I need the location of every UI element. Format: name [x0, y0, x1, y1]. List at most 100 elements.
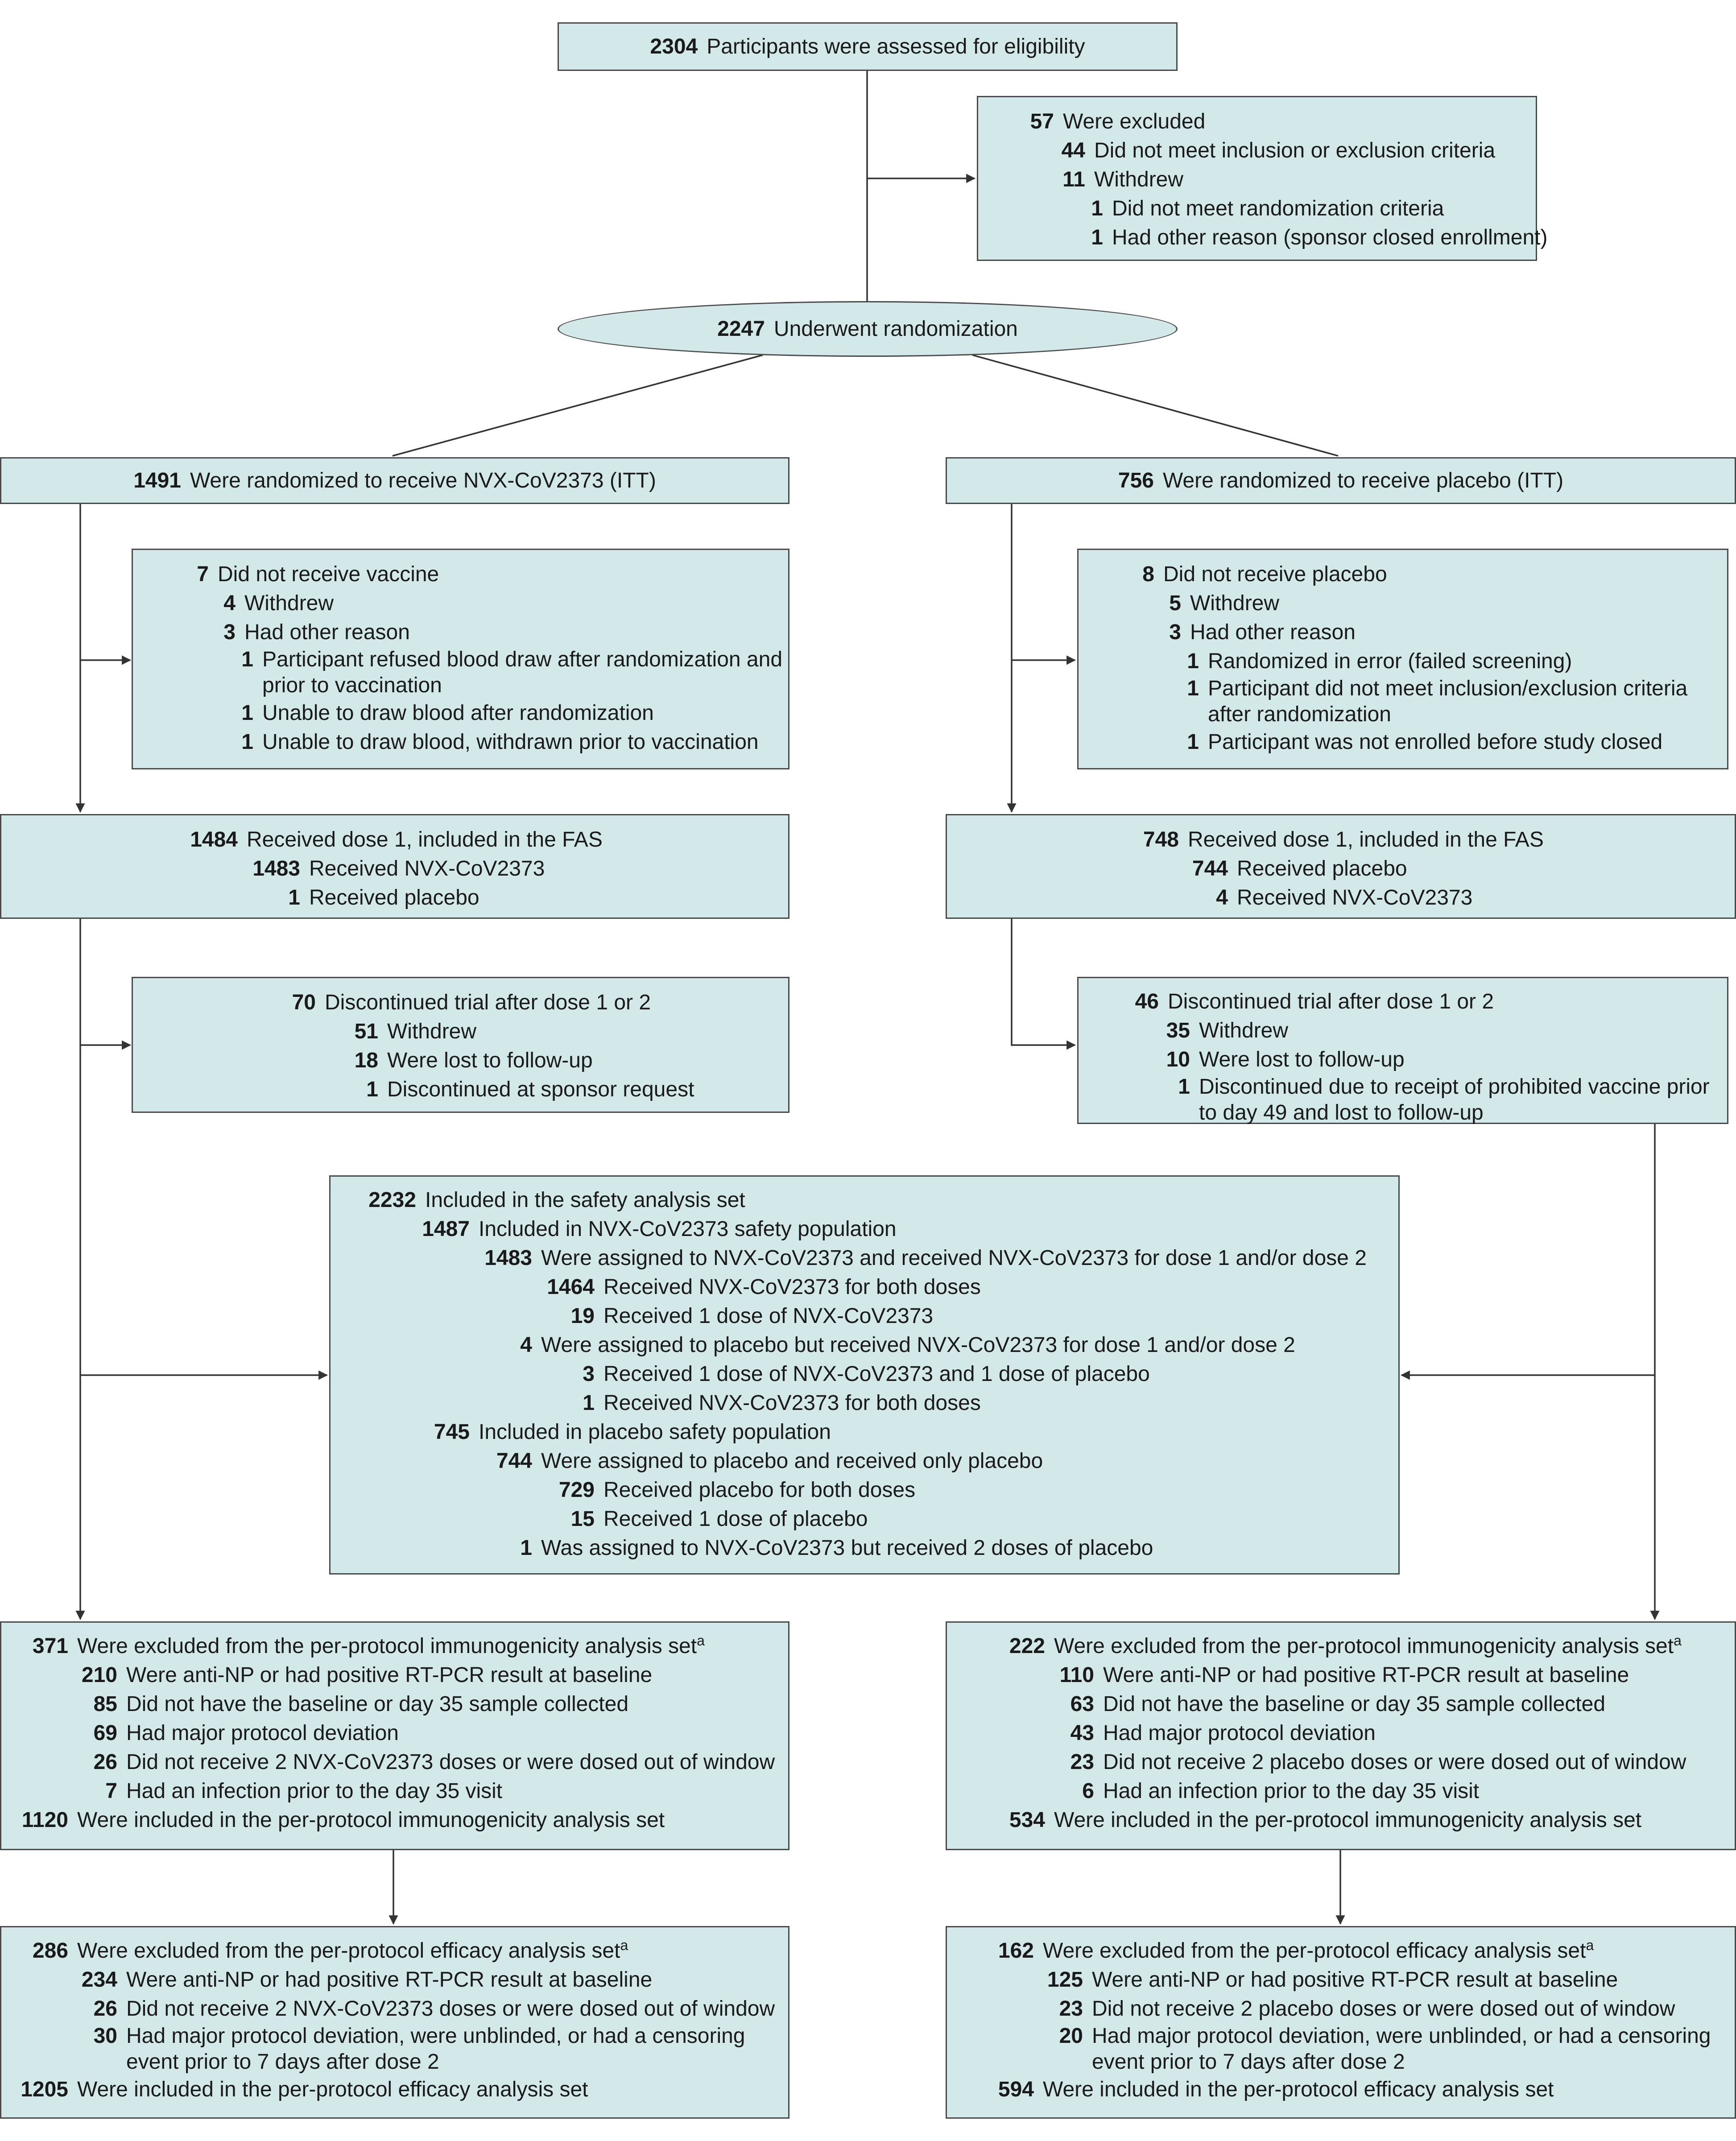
item-label: Withdrew: [236, 589, 334, 618]
item-label: Did not receive 2 placebo doses or were …: [1094, 1748, 1686, 1777]
item-count: 8: [1142, 562, 1154, 586]
list-item: 85 Did not have the baseline or day 35 sa…: [15, 1690, 788, 1719]
item-label-text: Did not have the baseline or day 35 samp…: [126, 1692, 629, 1716]
item-count: 745: [434, 1420, 470, 1444]
item-label: Withdrew: [1085, 165, 1183, 194]
item-label-text: Were anti-NP or had positive RT-PCR resu…: [1103, 1663, 1629, 1687]
item-label-text: Were assigned to placebo and received on…: [541, 1449, 1043, 1473]
item-count: 4: [223, 591, 236, 615]
item-label: Had major protocol deviation, were unbli…: [1083, 2023, 1711, 2075]
randomization-ellipse: 2247 Underwent randomization: [558, 301, 1178, 357]
list-item: 7 Did not receive vaccine: [155, 560, 788, 589]
randomization-count: 2247: [717, 317, 765, 341]
item-label-text: Discontinued at sponsor request: [387, 1078, 694, 1101]
item-label-text: Were excluded from the per-protocol effi…: [1043, 1939, 1586, 1963]
item-label: Were anti-NP or had positive RT-PCR resu…: [117, 1965, 652, 1994]
item-label-text: Withdrew: [244, 591, 334, 615]
item-label-text: Received 1 dose of NVX-CoV2373: [603, 1304, 934, 1328]
item-count: 744: [496, 1449, 532, 1473]
left-itt-box: 1491 Were randomized to receive NVX-CoV2…: [0, 457, 789, 504]
item-label-text: Participant did not meet inclusion/exclu…: [1208, 677, 1688, 700]
item-label-continuation: prior to vaccination: [262, 674, 442, 697]
item-count: 210: [81, 1663, 117, 1687]
list-item: 1 Discontinued at sponsor request: [262, 1075, 788, 1104]
item-count: 44: [1061, 139, 1085, 162]
item-label-text: Had other reason (sponsor closed enrollm…: [1112, 226, 1548, 249]
item-label: Were lost to follow-up: [378, 1046, 593, 1075]
item-label-text: Were included in the per-protocol effica…: [1043, 2078, 1554, 2101]
list-item: 210 Were anti-NP or had positive RT-PCR r…: [15, 1661, 788, 1690]
footnote-marker: a: [620, 1937, 628, 1953]
footnote-marker: a: [697, 1633, 705, 1649]
list-item: 44 Did not meet inclusion or exclusion cr…: [1000, 136, 1536, 165]
item-label: Received NVX-CoV2373 for both doses: [595, 1273, 981, 1302]
item-label-text: Had an infection prior to the day 35 vis…: [126, 1779, 503, 1803]
item-label-text: Were assigned to NVX-CoV2373 and receive…: [541, 1246, 1367, 1270]
item-label-text: Did not receive vaccine: [218, 562, 439, 586]
item-label-text: Had major protocol deviation, were unbli…: [1092, 2024, 1711, 2048]
eligibility-count: 2304: [650, 35, 698, 58]
item-count: 18: [354, 1049, 378, 1072]
item-label: Unable to draw blood after randomization: [253, 699, 654, 727]
item-count: 222: [1009, 1634, 1045, 1658]
item-label-text: Had major protocol deviation: [1103, 1721, 1376, 1745]
item-label: Were included in the per-protocol immuno…: [68, 1806, 665, 1835]
item-label: Included in the safety analysis set: [416, 1186, 745, 1215]
item-label: Had major protocol deviation: [117, 1719, 399, 1748]
item-label: Did not meet inclusion or exclusion crit…: [1085, 136, 1495, 165]
right-itt-count: 756: [1118, 469, 1154, 492]
item-label: Were anti-NP or had positive RT-PCR resu…: [1083, 1965, 1618, 1994]
list-item: 8 Did not receive placebo: [1101, 560, 1727, 589]
item-label-text: Were anti-NP or had positive RT-PCR resu…: [126, 1663, 653, 1687]
item-count: 2232: [368, 1188, 416, 1212]
item-label-text: Did not meet inclusion or exclusion crit…: [1094, 139, 1496, 162]
item-label: Did not receive vaccine: [209, 560, 439, 589]
item-label-text: Did not receive 2 NVX-CoV2373 doses or w…: [126, 1750, 775, 1774]
item-label: Discontinued trial after dose 1 or 2: [1159, 987, 1494, 1016]
item-label: Had major protocol deviation, were unbli…: [117, 2023, 745, 2075]
item-count: 7: [105, 1779, 117, 1803]
item-label-text: Were included in the per-protocol effica…: [77, 2078, 588, 2101]
item-label: Withdrew: [1190, 1016, 1288, 1045]
item-label: Had other reason: [1181, 618, 1356, 647]
right-itt-box: 756 Were randomized to receive placebo (…: [946, 457, 1736, 504]
item-count: 7: [197, 562, 209, 586]
item-count: 15: [570, 1507, 595, 1531]
list-item: 7 Had an infection prior to the day 35 vi…: [15, 1777, 788, 1806]
item-count: 6: [1082, 1779, 1094, 1803]
item-count: 110: [1059, 1663, 1094, 1687]
item-label: Withdrew: [378, 1017, 476, 1046]
item-count: 85: [93, 1692, 117, 1716]
item-label-text: Were lost to follow-up: [1199, 1048, 1405, 1071]
item-label: Were excluded from the per-protocol effi…: [68, 1936, 628, 1965]
item-count: 1483: [252, 857, 300, 880]
item-label-continuation: after randomization: [1208, 703, 1391, 726]
item-label: Were excluded from the per-protocol effi…: [1034, 1936, 1594, 1965]
item-label-text: Did not receive placebo: [1163, 562, 1387, 586]
item-count: 1: [366, 1078, 378, 1101]
item-count: 63: [1070, 1692, 1094, 1716]
